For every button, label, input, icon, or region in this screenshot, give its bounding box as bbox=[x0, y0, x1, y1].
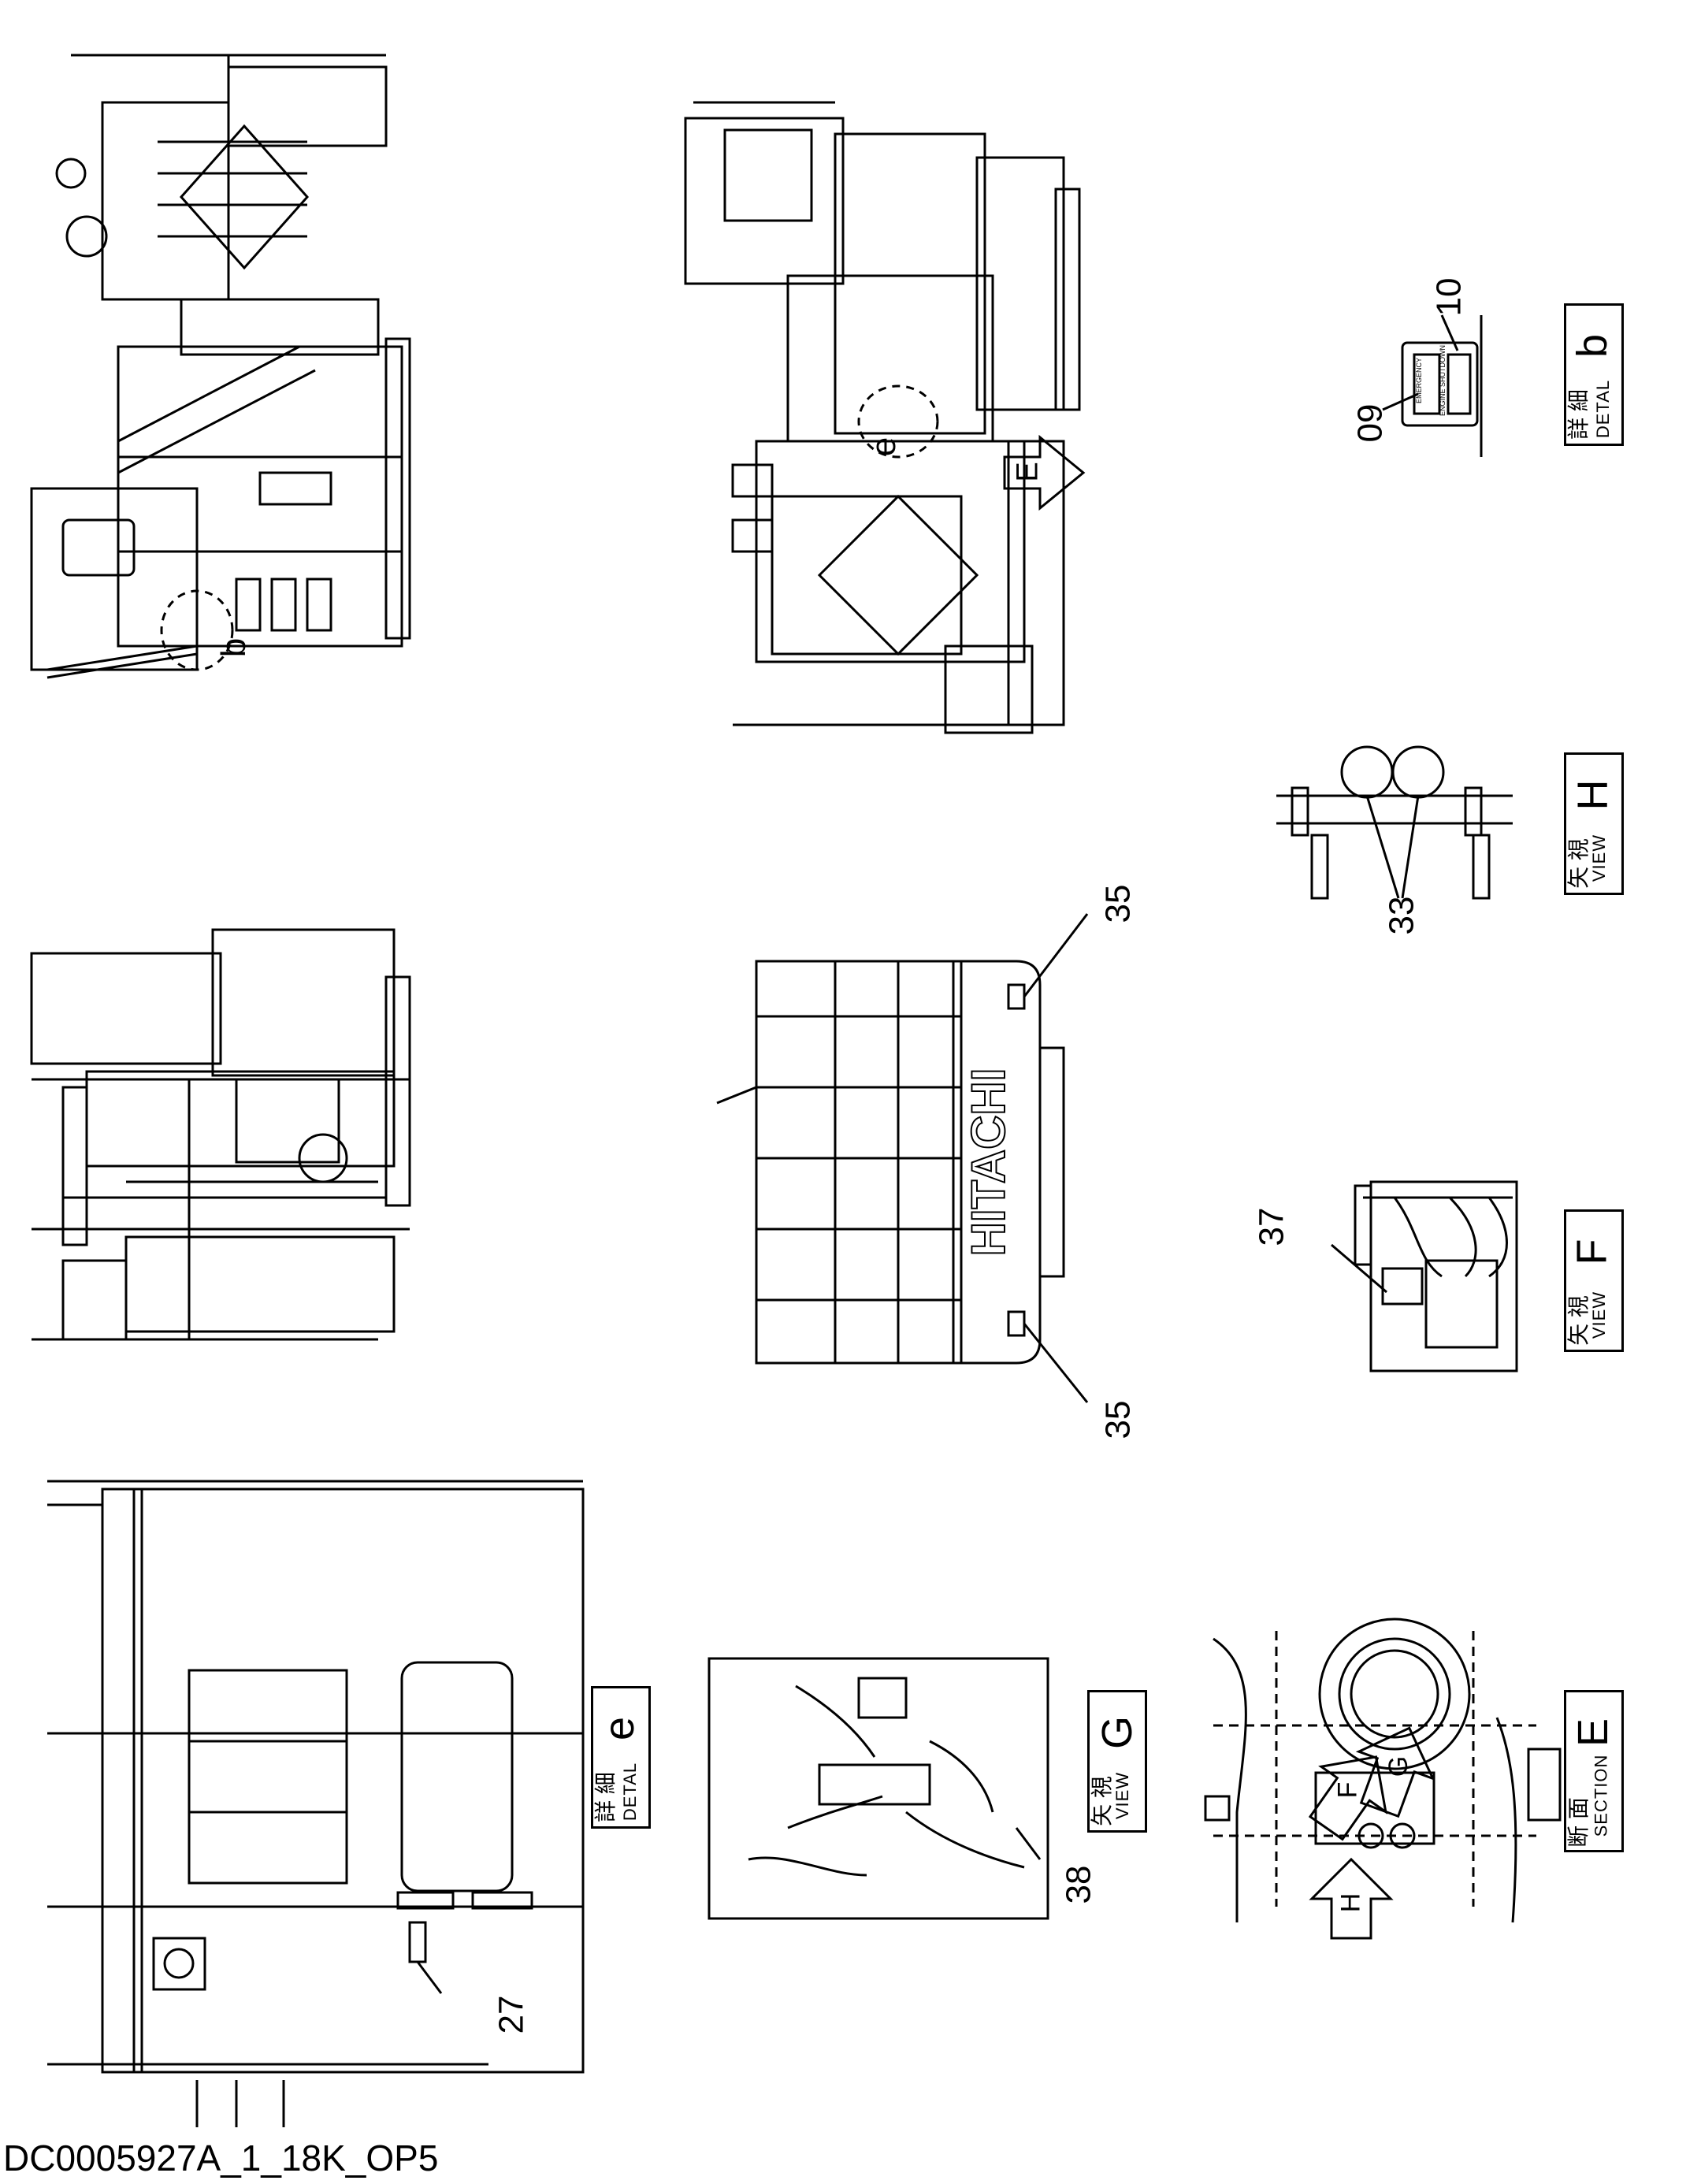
arrow-letter-E: E bbox=[1011, 462, 1045, 482]
arrow-letter-F: F bbox=[1332, 1781, 1363, 1799]
tag-view-h-jp: 矢 視 bbox=[1565, 838, 1591, 889]
view-g-arrow bbox=[1355, 1726, 1435, 1818]
callout-letter-e: e bbox=[864, 436, 904, 457]
section-e-panel bbox=[1204, 1618, 1562, 1923]
view-f-panel bbox=[1331, 1180, 1518, 1372]
callout-37: 37 bbox=[1252, 1207, 1291, 1246]
detail-b-callout-circle bbox=[160, 589, 234, 671]
tag-section-e: 断 面 SECTION E bbox=[1564, 1690, 1624, 1852]
tag-view-g-letter: G bbox=[1094, 1715, 1142, 1750]
hitachi-brand-text: HITACHI bbox=[962, 1068, 1015, 1257]
callout-10: 10 bbox=[1429, 277, 1469, 317]
tag-section-e-jp: 断 面 bbox=[1565, 1797, 1591, 1848]
tag-view-g-jp: 矢 視 bbox=[1089, 1776, 1114, 1826]
view-h-panel bbox=[1276, 745, 1513, 900]
machine-front-view bbox=[684, 101, 1081, 734]
tag-detail-b: 詳 細 DETAL b bbox=[1564, 303, 1624, 446]
section-e-arrow bbox=[1003, 434, 1086, 511]
detail-e-callout-circle bbox=[857, 384, 939, 459]
tag-detail-b-en: DETAL bbox=[1593, 379, 1614, 439]
callout-38: 38 bbox=[1059, 1865, 1098, 1904]
tag-view-h-en: VIEW bbox=[1589, 834, 1610, 882]
tag-detail-e-en: DETAL bbox=[620, 1762, 641, 1822]
tag-view-g-en: VIEW bbox=[1112, 1771, 1133, 1820]
view-g-panel bbox=[708, 1657, 1049, 1920]
tag-section-e-letter: E bbox=[1569, 1718, 1617, 1748]
view-f-arrow bbox=[1308, 1755, 1387, 1841]
detail-b-panel bbox=[1382, 314, 1483, 457]
tag-view-f: 矢 視 VIEW F bbox=[1564, 1209, 1624, 1352]
callout-33: 33 bbox=[1382, 896, 1421, 935]
tag-detail-e-letter: e bbox=[596, 1716, 644, 1741]
callout-27: 27 bbox=[492, 1995, 531, 2034]
arrow-letter-G: G bbox=[1383, 1755, 1414, 1777]
callout-35-top: 35 bbox=[1098, 884, 1138, 923]
tag-section-e-en: SECTION bbox=[1591, 1754, 1611, 1837]
callout-letter-b: b bbox=[214, 637, 254, 658]
document-id: DC0005927A_1_18K_OP5 bbox=[3, 2138, 439, 2178]
emergency-label-line1: EMERGENCY bbox=[1415, 357, 1424, 404]
callout-09: 09 bbox=[1350, 403, 1390, 443]
tag-detail-e-jp: 詳 細 bbox=[592, 1772, 618, 1822]
tag-detail-b-jp: 詳 細 bbox=[1565, 389, 1591, 440]
tag-detail-b-letter: b bbox=[1569, 333, 1617, 358]
machine-side-view-1 bbox=[30, 54, 411, 679]
callout-35-bottom: 35 bbox=[1098, 1400, 1138, 1439]
view-h-arrow bbox=[1309, 1857, 1394, 1940]
tag-view-g: 矢 視 VIEW G bbox=[1087, 1690, 1147, 1833]
tag-view-f-en: VIEW bbox=[1589, 1291, 1610, 1339]
detail-e-panel bbox=[47, 1480, 585, 2127]
machine-rear-view bbox=[716, 913, 1089, 1403]
arrow-letter-H: H bbox=[1335, 1892, 1366, 1913]
machine-top-view bbox=[30, 928, 411, 1341]
tag-detail-e: 詳 細 DETAL e bbox=[591, 1686, 651, 1829]
tag-view-h-letter: H bbox=[1569, 779, 1617, 811]
tag-view-h: 矢 視 VIEW H bbox=[1564, 752, 1624, 895]
tag-view-f-jp: 矢 視 bbox=[1565, 1295, 1591, 1346]
tag-view-f-letter: F bbox=[1568, 1239, 1616, 1265]
emergency-label-line2: ENGINE SHUTDOWN bbox=[1439, 345, 1447, 416]
